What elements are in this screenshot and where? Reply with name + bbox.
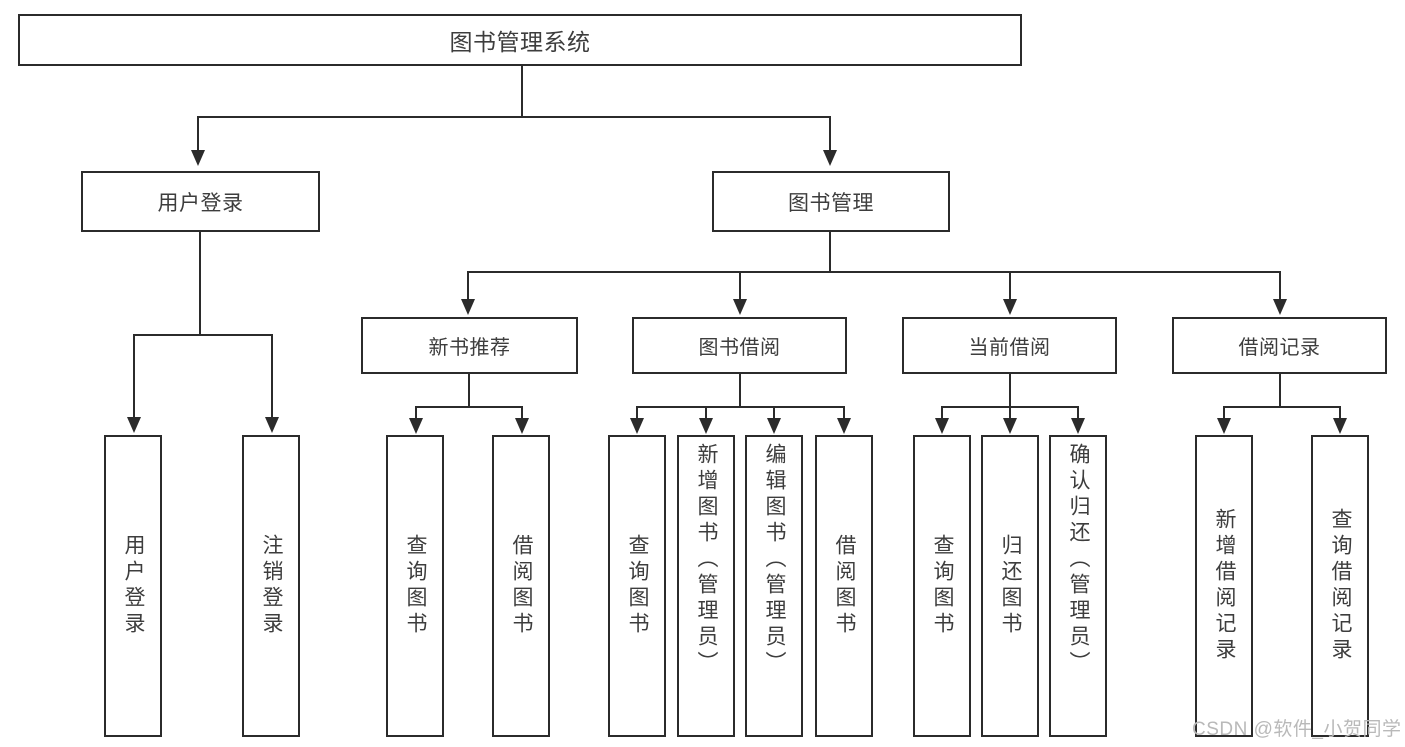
connector-bb-to-leaf-1 xyxy=(636,406,638,420)
connector-bb-to-leaf-2 xyxy=(705,406,707,420)
node-current-borrow[interactable]: 当前借阅 xyxy=(902,317,1117,374)
connector-br-to-leaf-2 xyxy=(1339,406,1341,420)
connector-new-book-to-leaf-1 xyxy=(415,406,417,420)
connector-user-login-to-leaf-1 xyxy=(133,334,135,419)
connector-new-book-stem xyxy=(468,374,470,408)
arrow-bb-to-leaf-1 xyxy=(630,418,644,434)
leaf-label: 确认归还（管理员） xyxy=(1067,443,1091,677)
connector-cb-to-leaf-3 xyxy=(1077,406,1079,420)
node-label: 新书推荐 xyxy=(428,337,511,359)
arrow-bm-to-borrow-record xyxy=(1273,299,1287,315)
node-borrow-record[interactable]: 借阅记录 xyxy=(1172,317,1387,374)
connector-new-book-bus xyxy=(415,406,523,408)
connector-root-stem xyxy=(521,66,523,117)
connector-book-borrow-bus xyxy=(636,406,844,408)
leaf-label: 借阅图书 xyxy=(510,534,534,638)
connector-book-management-stem xyxy=(829,232,831,273)
leaf-borrow-record-add-record[interactable]: 新增借阅记录 xyxy=(1195,435,1253,737)
connector-user-login-stem xyxy=(199,232,201,335)
node-label: 图书借阅 xyxy=(698,337,781,359)
arrow-new-book-to-leaf-2 xyxy=(515,418,529,434)
node-book-borrow[interactable]: 图书借阅 xyxy=(632,317,847,374)
node-user-login[interactable]: 用户登录 xyxy=(81,171,320,232)
connector-user-login-to-leaf-2 xyxy=(271,334,273,419)
connector-book-management-bus xyxy=(467,271,1281,273)
arrow-user-login-to-leaf-2 xyxy=(265,417,279,433)
leaf-current-borrow-query-book[interactable]: 查询图书 xyxy=(913,435,971,737)
connector-book-borrow-stem xyxy=(739,374,741,408)
arrow-new-book-to-leaf-1 xyxy=(409,418,423,434)
leaf-label: 借阅图书 xyxy=(833,534,857,638)
leaf-label: 查询图书 xyxy=(931,534,955,638)
leaf-label: 编辑图书（管理员） xyxy=(763,443,787,677)
arrow-br-to-leaf-1 xyxy=(1217,418,1231,434)
arrow-br-to-leaf-2 xyxy=(1333,418,1347,434)
connector-bb-to-leaf-3 xyxy=(773,406,775,420)
leaf-borrow-record-query-record[interactable]: 查询借阅记录 xyxy=(1311,435,1369,737)
node-label: 借阅记录 xyxy=(1238,337,1321,359)
node-label: 图书管理 xyxy=(788,191,874,215)
leaf-label: 用户登录 xyxy=(122,534,146,638)
connector-bm-to-borrow-record xyxy=(1279,271,1281,301)
arrow-bm-to-book-borrow xyxy=(733,299,747,315)
leaf-label: 注销登录 xyxy=(260,534,284,638)
connector-cb-to-leaf-2 xyxy=(1009,406,1011,420)
csdn-watermark: CSDN @软件_小贺同学 xyxy=(1192,719,1402,740)
connector-root-to-user-login xyxy=(197,116,199,152)
leaf-current-borrow-confirm-return-admin[interactable]: 确认归还（管理员） xyxy=(1049,435,1107,737)
leaf-label: 查询图书 xyxy=(404,534,428,638)
node-label: 当前借阅 xyxy=(968,337,1051,359)
connector-br-to-leaf-1 xyxy=(1223,406,1225,420)
leaf-label: 归还图书 xyxy=(999,534,1023,638)
arrow-bb-to-leaf-4 xyxy=(837,418,851,434)
leaf-new-book-borrow-book[interactable]: 借阅图书 xyxy=(492,435,550,737)
connector-cb-to-leaf-1 xyxy=(941,406,943,420)
leaf-book-borrow-add-book-admin[interactable]: 新增图书（管理员） xyxy=(677,435,735,737)
connector-user-login-bus xyxy=(133,334,273,336)
connector-current-borrow-stem xyxy=(1009,374,1011,408)
arrow-root-to-user-login xyxy=(191,150,205,166)
connector-bb-to-leaf-4 xyxy=(843,406,845,420)
leaf-new-book-query-book[interactable]: 查询图书 xyxy=(386,435,444,737)
leaf-book-borrow-query-book[interactable]: 查询图书 xyxy=(608,435,666,737)
arrow-user-login-to-leaf-1 xyxy=(127,417,141,433)
connector-root-to-book-management xyxy=(829,116,831,152)
arrow-bm-to-new-book xyxy=(461,299,475,315)
arrow-bb-to-leaf-2 xyxy=(699,418,713,434)
node-book-management[interactable]: 图书管理 xyxy=(712,171,950,232)
leaf-current-borrow-return-book[interactable]: 归还图书 xyxy=(981,435,1039,737)
node-new-book-recommend[interactable]: 新书推荐 xyxy=(361,317,578,374)
arrow-cb-to-leaf-2 xyxy=(1003,418,1017,434)
node-label: 图书管理系统 xyxy=(449,29,591,55)
arrow-bb-to-leaf-3 xyxy=(767,418,781,434)
leaf-book-borrow-borrow-book[interactable]: 借阅图书 xyxy=(815,435,873,737)
leaf-label: 新增图书（管理员） xyxy=(695,443,719,677)
connector-borrow-record-bus xyxy=(1223,406,1341,408)
leaf-label: 查询借阅记录 xyxy=(1329,508,1353,664)
connector-bm-to-book-borrow xyxy=(739,271,741,301)
node-root-book-management-system[interactable]: 图书管理系统 xyxy=(18,14,1022,66)
arrow-root-to-book-management xyxy=(823,150,837,166)
arrow-cb-to-leaf-3 xyxy=(1071,418,1085,434)
arrow-cb-to-leaf-1 xyxy=(935,418,949,434)
connector-borrow-record-stem xyxy=(1279,374,1281,408)
connector-root-bus xyxy=(197,116,831,118)
connector-bm-to-current-borrow xyxy=(1009,271,1011,301)
connector-bm-to-new-book xyxy=(467,271,469,301)
connector-new-book-to-leaf-2 xyxy=(521,406,523,420)
leaf-label: 新增借阅记录 xyxy=(1213,508,1237,664)
leaf-user-login-login[interactable]: 用户登录 xyxy=(104,435,162,737)
leaf-book-borrow-edit-book-admin[interactable]: 编辑图书（管理员） xyxy=(745,435,803,737)
leaf-label: 查询图书 xyxy=(626,534,650,638)
node-label: 用户登录 xyxy=(157,191,244,215)
arrow-bm-to-current-borrow xyxy=(1003,299,1017,315)
leaf-user-login-logout[interactable]: 注销登录 xyxy=(242,435,300,737)
